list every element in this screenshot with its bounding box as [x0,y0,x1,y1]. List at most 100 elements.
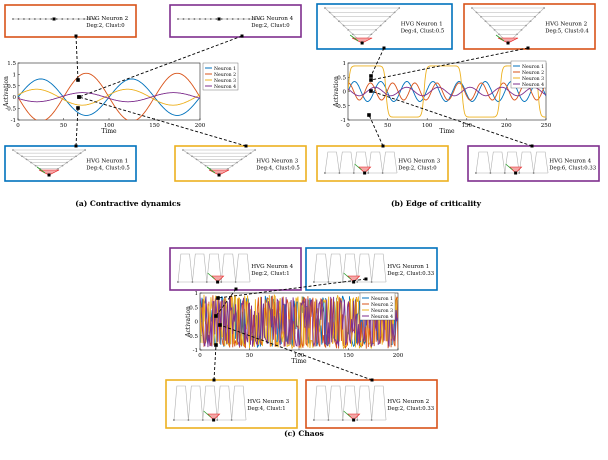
hvg-stats: Deg:2, Clust:1 [251,271,289,277]
hvg-edge [313,253,329,283]
hvg-node [39,18,42,20]
hvg-node [177,18,179,20]
hvg-highlight-triangle [346,413,361,421]
hvg-highlight-node [212,418,216,422]
hvg-highlight-node [216,280,220,284]
connector-marker [74,34,78,38]
hvg-highlight-edge [206,166,216,174]
x-tick-label: 250 [541,123,552,129]
hvg-node [83,18,86,20]
hvg-title: HVG Neuron 3 [398,159,440,165]
legend-label: Neuron 3 [214,78,236,84]
hvg-stats: Deg:4, Clust:1 [247,406,285,412]
hvg-highlight-edge [343,272,351,280]
hvg-edge [371,253,387,283]
hvg-node [88,18,91,20]
hvg-highlight-edge [36,166,46,174]
legend-label: Neuron 2 [522,70,544,76]
hvg-highlight-triangle [346,275,361,283]
connector-marker [381,144,385,148]
hvg-title: HVG Neuron 2 [545,22,587,28]
x-tick-label: 0 [16,123,20,129]
connector-arrow [370,90,533,147]
legend-label: Neuron 4 [214,84,236,90]
hvg-node [12,18,14,20]
hvg-edge [356,385,372,421]
hvg-node [242,18,245,20]
y-tick-label: -1 [11,118,16,124]
hvg-title: HVG Neuron 1 [401,22,443,28]
connector-marker [244,144,248,148]
hvg-edge [177,253,193,283]
hvg-edge [367,151,383,174]
hvg-highlight-node [352,418,356,422]
hvg-highlight-edge [343,410,351,418]
connector-marker [214,314,218,318]
connector-arrow [75,107,79,147]
hvg-highlight-node [352,280,356,284]
connector-marker [234,287,238,291]
y-axis-label: Activation [333,76,340,108]
hvg-node [94,18,96,20]
hvg-edge [216,385,232,421]
legend-label: Neuron 4 [371,314,393,320]
x-tick-label: 150 [149,123,160,129]
hvg-node [209,18,212,20]
connector-arrow [370,47,529,81]
hvg-node [28,18,31,20]
connector-marker [218,323,222,327]
hvg-edge [188,385,204,421]
hvg-title: HVG Neuron 4 [251,16,293,22]
hvg-edge [231,385,247,421]
hvg-edge [342,253,358,283]
hvg-node [33,18,36,20]
hvg-node [61,18,64,20]
x-tick-label: 100 [422,123,433,129]
hvg-node [55,18,58,20]
hvg-node [215,18,218,20]
hvg-title: HVG Neuron 2 [387,399,429,405]
series-line-neuron-3 [18,88,200,106]
hvg-edge [533,151,549,174]
hvg-edge [220,253,236,283]
y-tick-label: 1 [13,72,17,78]
hvg-edge [382,151,398,174]
hvg-node [77,18,80,20]
hvg-node [182,18,185,20]
hvg-node [237,18,240,20]
hvg-title: HVG Neuron 4 [251,264,293,270]
hvg-stats: Deg:2, Clust:0 [86,23,125,29]
legend-label: Neuron 2 [371,302,393,308]
hvg-highlight-edge [207,272,215,280]
hvg-edge [328,385,344,421]
hvg-node [231,18,234,20]
x-tick-label: 0 [198,353,202,359]
connector-arrow [213,344,217,381]
hvg-node [72,18,75,20]
hvg-node [226,18,229,20]
hvg-node [259,18,261,20]
hvg-edge [328,253,344,283]
y-tick-label: -1 [193,348,198,354]
hvg-edge [361,7,400,44]
y-tick-label: -0.5 [187,334,198,340]
hvg-node [23,18,25,20]
connector-arrow [219,324,373,381]
hvg-stats: Deg:4, Clust:0.5 [86,166,130,172]
x-tick-label: 200 [501,123,512,129]
plot-area [17,62,201,121]
hvg-highlight-edge [354,163,362,171]
hvg-stats: Deg:6, Clust:0.33 [549,166,596,172]
y-tick-label: 0.5 [7,84,16,90]
connector-marker [76,106,80,110]
series-line-neuron-2 [348,82,546,101]
hvg-stats: Deg:4, Clust:0.5 [256,166,300,172]
y-tick-label: 0 [343,90,347,96]
